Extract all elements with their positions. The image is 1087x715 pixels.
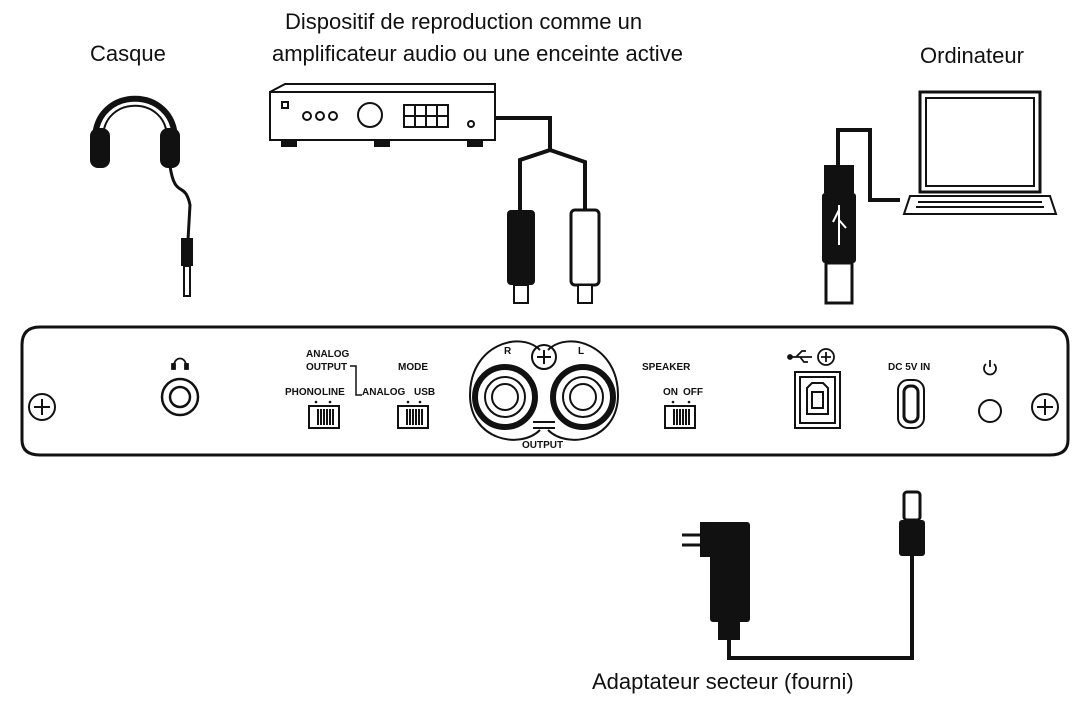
analog-output-label-2: OUTPUT [306, 362, 347, 373]
computer-label: Ordinateur [920, 43, 1024, 68]
headphones-illustration [90, 95, 193, 297]
analog-output-switch[interactable] [308, 405, 340, 429]
headphones-label: Casque [90, 41, 166, 66]
rca-plug-right [507, 210, 535, 304]
analog-output-label: ANALOG [306, 349, 350, 360]
mode-switch[interactable] [397, 405, 429, 429]
ac-adapter-illustration [682, 490, 925, 660]
amplifier-illustration [269, 83, 496, 147]
output-ground-screw-icon [531, 344, 557, 370]
speaker-on-label: ON [663, 387, 678, 398]
ac-adapter-label: Adaptateur secteur (fourni) [592, 669, 854, 694]
dc-in-label: DC 5V IN [888, 362, 930, 373]
usb-cable [836, 128, 900, 202]
playback-device-label-line2: amplificateur audio ou une enceinte acti… [272, 41, 683, 66]
power-button[interactable] [978, 399, 1002, 423]
usb-ground-screw-icon [817, 348, 835, 366]
line-label: LINE [322, 387, 345, 398]
usb-b-port[interactable] [794, 371, 841, 429]
usb-plug [822, 165, 856, 305]
headphone-jack [160, 377, 200, 417]
rca-plug-left [569, 208, 601, 304]
rear-panel [20, 325, 1070, 457]
output-r-label: R [504, 346, 512, 357]
headphone-icon [171, 357, 189, 370]
playback-device-label-line1: Dispositif de reproduction comme un [285, 9, 643, 34]
usb-mode-label: USB [414, 387, 435, 398]
analog-mode-label: ANALOG [362, 387, 406, 398]
ground-screw-icon [28, 393, 1059, 421]
mode-label: MODE [398, 362, 428, 373]
phono-label: PHONO [285, 387, 322, 398]
rca-cable [495, 116, 587, 210]
usb-icon [787, 350, 812, 363]
dc-in-port[interactable] [897, 379, 925, 429]
speaker-switch[interactable] [664, 405, 696, 429]
output-label: OUTPUT [522, 440, 563, 451]
power-icon [983, 360, 997, 376]
speaker-off-label: OFF [683, 387, 703, 398]
laptop-illustration [902, 90, 1058, 215]
output-l-label: L [578, 346, 584, 357]
output-jack-left[interactable] [550, 364, 616, 430]
output-jacks [468, 340, 620, 441]
speaker-label: SPEAKER [642, 362, 691, 373]
output-jack-right[interactable] [472, 364, 538, 430]
